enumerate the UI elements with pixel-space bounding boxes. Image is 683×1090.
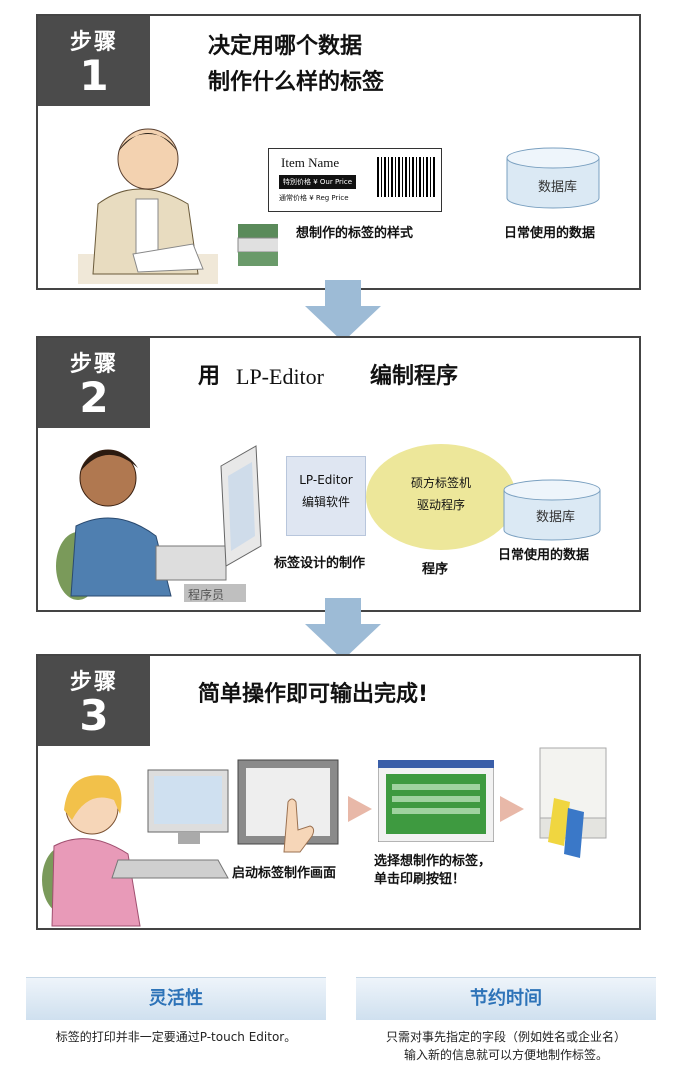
caption-daily-data-1: 日常使用的数据 — [504, 226, 596, 241]
step-1-title-line2: 制作什么样的标签 — [208, 70, 385, 95]
driver-line1: 硕方标签机 — [410, 476, 471, 490]
label-printer-illustration — [539, 747, 607, 858]
caption-program: 程序 — [422, 562, 449, 577]
flexibility-text: 标签的打印并非一定要通过P-touch Editor。 — [55, 1030, 297, 1044]
office-worker-illustration — [42, 769, 229, 927]
step-3-label: 步骤 — [69, 670, 118, 695]
down-arrow-2 — [305, 598, 381, 660]
right-arrow-2 — [500, 796, 524, 822]
barcode — [377, 157, 435, 197]
step-2-db-label: 数据库 — [536, 510, 576, 525]
database-icon — [503, 479, 601, 541]
caption-select-line1: 选择想制作的标签， — [374, 854, 492, 869]
touch-screen-illustration — [237, 759, 339, 853]
step-3-number: 3 — [79, 691, 109, 740]
lp-editor-box: LP-Editor 编辑软件 — [286, 456, 366, 536]
step-1-db-label: 数据库 — [538, 180, 578, 195]
step-2-title-suffix: 编制程序 — [370, 364, 459, 389]
caption-label-style: 想制作的标签的样式 — [296, 226, 414, 241]
database-icon — [506, 147, 600, 209]
label-row-price-2: 通常价格 ¥ Reg Price — [279, 194, 349, 202]
caption-start: 启动标签制作画面 — [232, 866, 337, 881]
time-saving-text: 只需对事先指定的字段（例如姓名或企业名） 输入新的信息就可以方便地制作标签。 — [356, 1020, 656, 1064]
step-1-label: 步骤 — [69, 30, 118, 55]
programmer-illustration — [56, 445, 262, 602]
caption-design: 标签设计的制作 — [274, 556, 366, 571]
step-2-panel: 步骤 2 用 LP-Editor 编制程序 程序员 LP-Editor 编辑软件… — [36, 336, 641, 612]
lp-editor-line1: LP-Editor — [299, 473, 353, 487]
step-1-tab: 步骤 1 — [38, 16, 150, 106]
right-arrow-1 — [348, 796, 372, 822]
step-3-panel: 步骤 3 简单操作即可输出完成! 启动标签制作画面 选择想制作的标签， 单击印刷… — [36, 654, 641, 930]
step-3-tab: 步骤 3 — [38, 656, 150, 746]
label-row-price-1: 特別价格 ¥ Our Price — [279, 175, 357, 189]
driver-line2: 驱动程序 — [416, 498, 465, 512]
caption-select-line2: 单击印刷按钮！ — [374, 872, 466, 887]
step-1-title-line1: 决定用哪个数据 — [208, 34, 363, 59]
lp-editor-line2: 编辑软件 — [301, 495, 350, 509]
flexibility-box: 灵活性 标签的打印并非一定要通过P-touch Editor。 — [26, 977, 326, 1083]
time-saving-text-line2: 输入新的信息就可以方便地制作标签。 — [403, 1048, 608, 1062]
down-arrow-1 — [305, 280, 381, 342]
label-sample: Item Name 特別价格 ¥ Our Price 通常价格 ¥ Reg Pr… — [268, 148, 442, 212]
step-1-panel: 步骤 1 决定用哪个数据 制作什么样的标签 Item Name 特別价格 ¥ O… — [36, 14, 641, 290]
label-app-screenshot — [378, 760, 494, 842]
programmer-label: 程序员 — [188, 588, 225, 602]
step-1-number: 1 — [79, 51, 109, 100]
time-saving-box: 节约时间 只需对事先指定的字段（例如姓名或企业名） 输入新的信息就可以方便地制作… — [356, 977, 656, 1083]
step-2-number: 2 — [79, 373, 109, 422]
step-2-label: 步骤 — [69, 352, 118, 377]
label-item-name: Item Name — [281, 155, 340, 170]
businessman-illustration — [78, 128, 278, 284]
time-saving-text-line1: 只需对事先指定的字段（例如姓名或企业名） — [385, 1030, 626, 1044]
step-2-title-prefix: 用 — [198, 364, 221, 389]
step-3-title: 简单操作即可输出完成! — [198, 682, 429, 707]
flexibility-title: 灵活性 — [26, 978, 326, 1020]
caption-daily-data-2: 日常使用的数据 — [498, 548, 590, 563]
step-2-title-brand: LP-Editor — [236, 364, 324, 389]
driver-ellipse: 硕方标签机 驱动程序 — [366, 444, 516, 550]
step-2-tab: 步骤 2 — [38, 338, 150, 428]
time-saving-title: 节约时间 — [356, 978, 656, 1020]
